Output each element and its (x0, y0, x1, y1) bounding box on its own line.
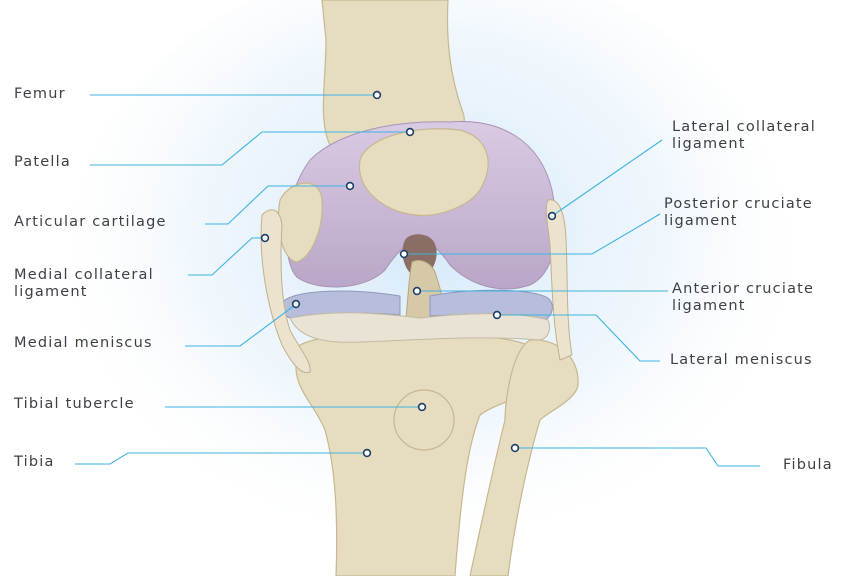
tibial-tubercle-bump (394, 390, 454, 450)
label-tibial-tubercle: Tibial tubercle (14, 396, 135, 413)
label-lateral-meniscus: Lateral meniscus (670, 352, 813, 369)
label-fibula: Fibula (783, 457, 833, 474)
label-anterior-cruciate-ligament: Anterior cruciate ligament (672, 281, 814, 315)
label-lateral-collateral-ligament: Lateral collateral ligament (672, 119, 816, 153)
marker-posterior-cruciate (401, 251, 408, 258)
marker-medial-meniscus (293, 301, 300, 308)
label-medial-meniscus: Medial meniscus (14, 335, 153, 352)
label-femur: Femur (14, 86, 66, 103)
label-posterior-cruciate-ligament: Posterior cruciate ligament (664, 196, 813, 230)
marker-patella (407, 129, 414, 136)
marker-medial-collateral (262, 235, 269, 242)
marker-lateral-collateral (549, 213, 556, 220)
marker-lateral-meniscus (494, 312, 501, 319)
marker-tibial-tubercle (419, 404, 426, 411)
label-tibia: Tibia (14, 454, 55, 471)
marker-femur (374, 92, 381, 99)
marker-tibia (364, 450, 371, 457)
label-medial-collateral-ligament: Medial collateral ligament (14, 267, 154, 301)
label-articular-cartilage: Articular cartilage (14, 214, 167, 231)
label-patella: Patella (14, 154, 71, 171)
marker-fibula (512, 445, 519, 452)
marker-anterior-cruciate (414, 288, 421, 295)
marker-articular-cartilage (347, 183, 354, 190)
